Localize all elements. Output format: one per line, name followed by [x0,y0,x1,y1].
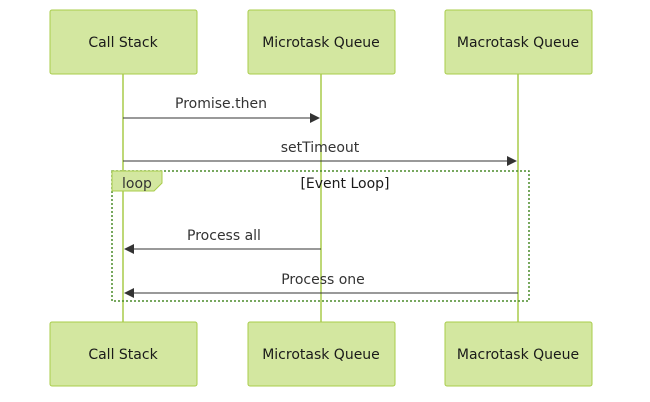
loop-tag [111,170,163,192]
actor-label: Microtask Queue [262,347,380,363]
actor-label: Call Stack [88,35,158,51]
actor-label: Microtask Queue [262,35,380,51]
actor-top-call-stack: Call Stack [49,9,198,75]
message-process-one: Process one [124,272,518,298]
message-label: Process one [281,272,365,288]
message-process-all: Process all [124,228,321,254]
message-label: Process all [187,228,261,244]
message-label: Promise.then [175,96,267,112]
actor-label: Call Stack [88,347,158,363]
actor-bottom-call-stack: Call Stack [49,321,198,387]
loop-frame [111,170,530,302]
message-promise-then: Promise.then [123,96,320,123]
actor-bottom-microtask-queue: Microtask Queue [247,321,396,387]
loop-keyword: loop [122,176,152,192]
actor-bottom-macrotask-queue: Macrotask Queue [444,321,593,387]
actor-label: Macrotask Queue [457,347,579,363]
actor-top-microtask-queue: Microtask Queue [247,9,396,75]
message-settimeout: setTimeout [123,140,517,166]
actor-label: Macrotask Queue [457,35,579,51]
message-label: setTimeout [281,140,360,156]
loop-condition: [Event Loop] [300,176,389,192]
actor-top-macrotask-queue: Macrotask Queue [444,9,593,75]
